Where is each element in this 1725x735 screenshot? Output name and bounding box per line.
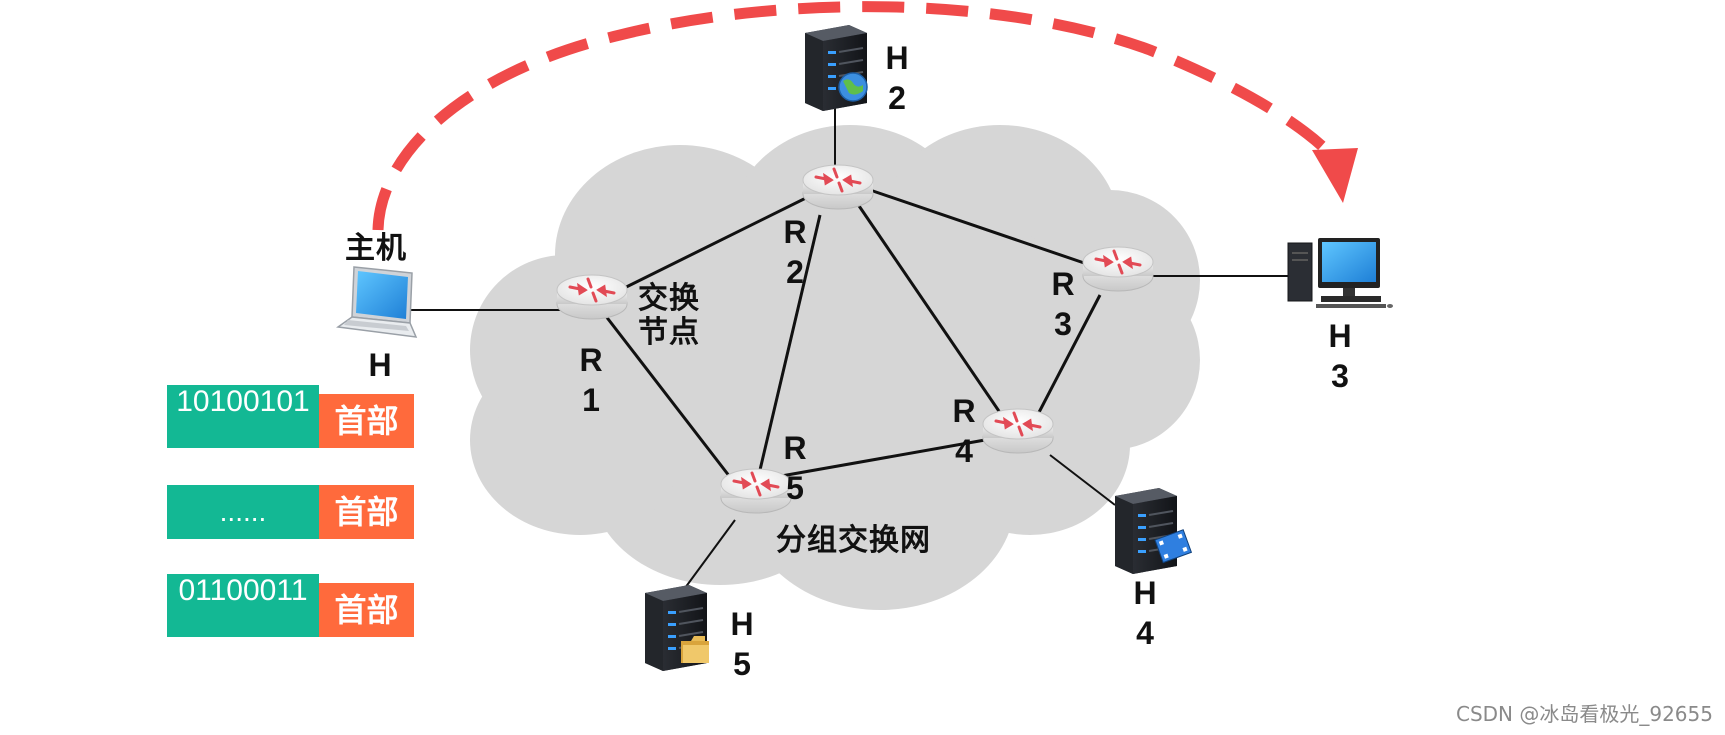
router-r2-label: R 2 [783,214,807,290]
packet-3-data: 01100011 [167,574,319,637]
server-h4-icon [1114,487,1193,575]
router-r5-label: R 5 [783,430,807,506]
switch-node-label: 交换 节点 [638,282,700,349]
server-h2-icon [804,24,868,112]
router-r4-label: R 4 [952,393,976,469]
watermark: CSDN @冰岛看极光_92655 [1455,702,1713,726]
router-r1 [555,273,629,321]
router-r2 [801,163,875,211]
network-links [410,105,1300,589]
host-h2-label: H 2 [885,40,909,116]
packet-3-header: 首部 [319,583,414,637]
host-h4-label: H 4 [1133,575,1157,651]
router-r3-label: R 3 [1051,266,1075,342]
packet-2-header: 首部 [319,485,414,539]
router-r1-label: R 1 [579,342,603,418]
host-h3-label: H 3 [1328,318,1352,394]
server-h5-icon [644,584,709,672]
host-h1-label: H 1 [368,347,392,383]
packet-1: 10100101 首部 [167,385,414,448]
host-h5-label: H 5 [730,606,754,682]
packet-1-data: 10100101 [167,385,319,448]
router-r4 [981,407,1055,455]
desktop-h3-icon [1287,238,1393,308]
transfer-arrow [372,1,1358,231]
laptop-h1-icon [336,266,418,338]
packet-2-data: ...... [167,485,319,539]
host-label: 主机 [345,232,407,265]
router-r3 [1081,245,1155,293]
packet-3: 01100011 首部 [167,574,414,637]
packet-1-header: 首部 [319,394,414,448]
network-label: 分组交换网 [776,524,931,557]
packet-2: ...... 首部 [167,485,414,539]
